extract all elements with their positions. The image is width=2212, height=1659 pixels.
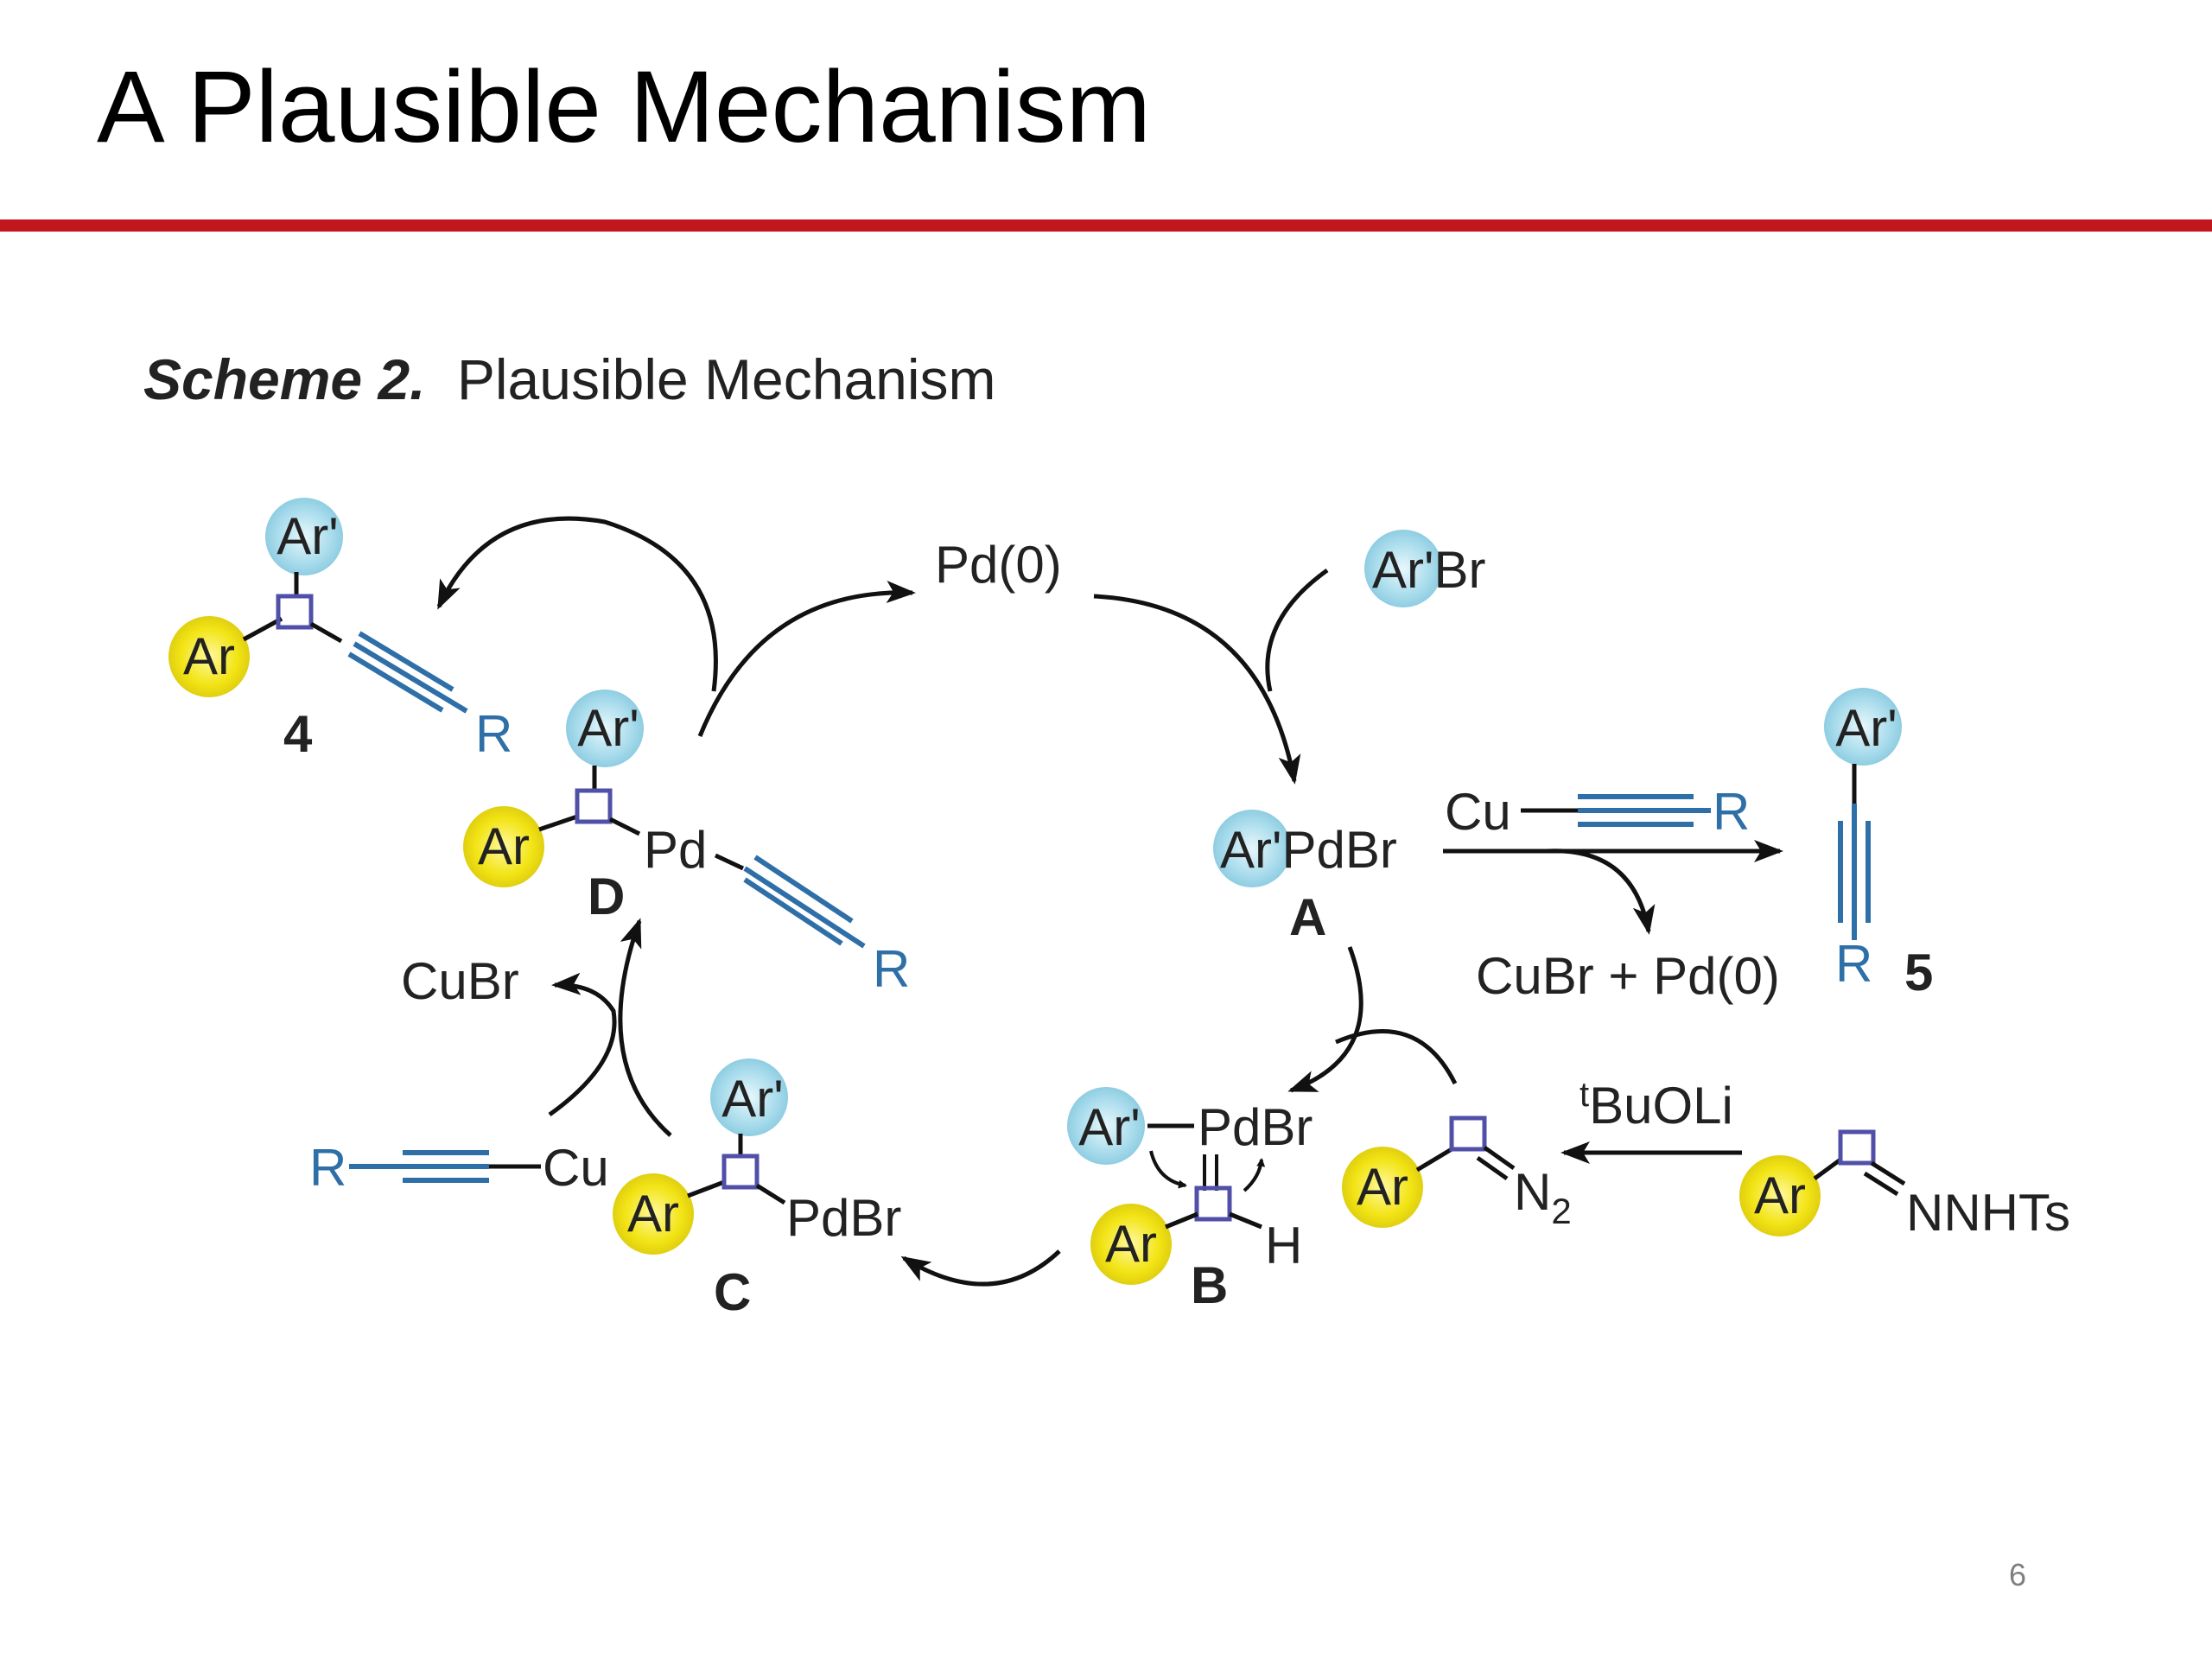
tosylhydrazone: Ar NNHTs bbox=[1739, 1129, 2070, 1242]
ar-label: Ar bbox=[1105, 1215, 1157, 1273]
ar-prime-circle bbox=[566, 690, 644, 767]
ar-label: Ar bbox=[1754, 1166, 1806, 1224]
copper-acetylide-top: Cu R bbox=[1445, 783, 1750, 841]
base-label: BuOLi bbox=[1589, 1077, 1733, 1135]
arrow-byproduct bbox=[1546, 849, 1656, 935]
ar-label: Ar bbox=[478, 817, 530, 875]
ar-label: Ar bbox=[627, 1185, 679, 1243]
r-label: R bbox=[1713, 783, 1750, 841]
ar-circle bbox=[1342, 1147, 1423, 1228]
arrow-D-to-4 bbox=[436, 516, 718, 692]
compound-5: Ar' R 5 bbox=[1824, 688, 1933, 1001]
arrow-A-to-B bbox=[1287, 946, 1363, 1093]
caption-bold: Scheme 2. bbox=[143, 347, 426, 411]
carbene-box bbox=[276, 594, 314, 630]
scheme-caption: Scheme 2. Plausible Mechanism bbox=[143, 347, 996, 411]
ar-circle bbox=[1739, 1155, 1821, 1236]
compound-label-A: A bbox=[1289, 888, 1326, 946]
cubr-pd0-label: CuBr + Pd(0) bbox=[1476, 947, 1780, 1005]
arrow-C-to-D bbox=[618, 918, 672, 1137]
carbene-box bbox=[575, 788, 613, 824]
svg-text:N2: N2 bbox=[1514, 1163, 1572, 1231]
compound-4: Ar Ar' R 4 bbox=[168, 498, 512, 763]
ar-prime-circle bbox=[710, 1058, 788, 1136]
ar-label: Ar bbox=[183, 627, 235, 685]
carbene-box bbox=[721, 1154, 760, 1190]
compound-label-C: C bbox=[714, 1263, 751, 1321]
slide-title: A Plausible Mechanism bbox=[97, 50, 1151, 164]
cu-label: Cu bbox=[543, 1139, 609, 1197]
cubr-label: CuBr bbox=[401, 952, 519, 1010]
diazo-compound: Ar N2 bbox=[1342, 1116, 1572, 1231]
svg-text:tBuOLi: tBuOLi bbox=[1580, 1076, 1733, 1135]
arrow-arbr-entry bbox=[1265, 568, 1329, 692]
alkyne-bond bbox=[743, 866, 866, 949]
compound-label-B: B bbox=[1191, 1256, 1228, 1314]
intermediate-B: Ar' PdBr Ar H B bbox=[1067, 1087, 1313, 1314]
intermediate-C: Ar Ar' PdBr C bbox=[613, 1058, 901, 1321]
ar-prime-circle bbox=[265, 498, 343, 575]
ar-prime-label: Ar' bbox=[721, 1070, 783, 1128]
ar-circle bbox=[613, 1173, 694, 1255]
arpdbr-label: Ar'PdBr bbox=[1220, 821, 1397, 879]
arrow-diazo-entry bbox=[1335, 1029, 1458, 1085]
carbene-box bbox=[1838, 1129, 1876, 1166]
arrow-D-to-pd0 bbox=[697, 581, 916, 737]
r-label: R bbox=[309, 1139, 346, 1197]
ar-circle bbox=[1090, 1204, 1172, 1285]
pd-label: Pd bbox=[644, 821, 707, 879]
title-rule bbox=[0, 219, 2212, 232]
pdbr-label: PdBr bbox=[786, 1189, 901, 1247]
h-label: H bbox=[1265, 1217, 1302, 1274]
ar-prime-circle bbox=[1364, 530, 1442, 607]
ar-prime-label: Ar' bbox=[1078, 1098, 1140, 1156]
ar-prime-circle bbox=[1213, 810, 1291, 887]
tert-superscript: t bbox=[1580, 1076, 1589, 1114]
nnhts-label: NNHTs bbox=[1906, 1184, 2070, 1242]
compound-label-5: 5 bbox=[1904, 944, 1933, 1001]
ar-circle bbox=[168, 616, 250, 697]
page-number: 6 bbox=[2009, 1557, 2027, 1592]
alkyne-bond bbox=[353, 641, 468, 714]
ar-prime-label: Ar' bbox=[577, 699, 639, 757]
copper-acetylide-bottom: R Cu bbox=[309, 1139, 609, 1197]
cu-label: Cu bbox=[1445, 783, 1511, 841]
pdbr-label: PdBr bbox=[1198, 1098, 1313, 1156]
aryl-bromide: Ar'Br bbox=[1364, 530, 1485, 607]
n-label: N bbox=[1514, 1163, 1551, 1221]
ar-prime-circle bbox=[1067, 1087, 1145, 1165]
caption-text: Plausible Mechanism bbox=[457, 347, 996, 411]
compound-label-D: D bbox=[588, 868, 625, 925]
ar-circle bbox=[463, 806, 544, 887]
carbene-box bbox=[1194, 1185, 1232, 1222]
compound-label-4: 4 bbox=[283, 705, 313, 763]
arrow-pd0-to-A bbox=[1093, 594, 1301, 785]
r-label: R bbox=[873, 940, 910, 998]
arrow-cubr-release bbox=[548, 972, 617, 1117]
arrow-B-to-C bbox=[900, 1249, 1061, 1287]
carbene-box bbox=[1449, 1116, 1487, 1152]
pd0-label: Pd(0) bbox=[935, 536, 1062, 594]
ar-prime-label: Ar' bbox=[276, 507, 338, 565]
ar-prime-label: Ar' bbox=[1835, 699, 1897, 757]
arbr-label: Ar'Br bbox=[1372, 541, 1485, 599]
intermediate-D: Ar Ar' Pd R D bbox=[463, 690, 910, 998]
r-label: R bbox=[475, 705, 512, 763]
n2-subscript: 2 bbox=[1551, 1191, 1571, 1231]
r-label: R bbox=[1835, 935, 1872, 993]
intermediate-A: Ar'PdBr A bbox=[1213, 810, 1397, 946]
ar-label: Ar bbox=[1357, 1158, 1408, 1216]
ar-prime-circle bbox=[1824, 688, 1902, 766]
